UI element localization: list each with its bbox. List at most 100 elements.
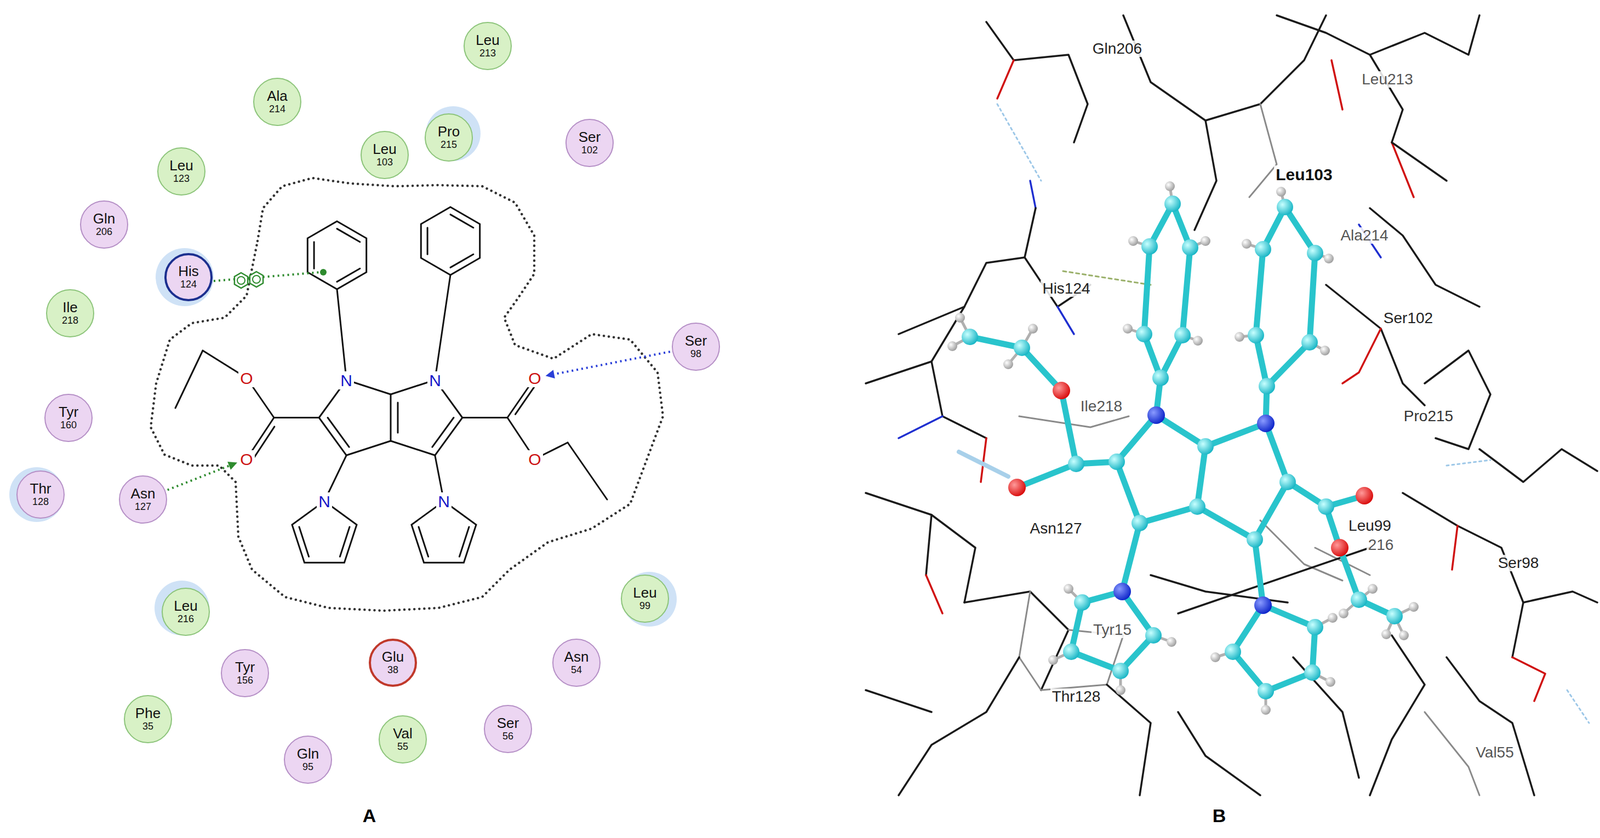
ligand-hydrogens xyxy=(952,186,1414,711)
residue-label: Thr128 xyxy=(1050,688,1103,706)
residue-label: Ile218 xyxy=(1078,398,1124,416)
residue-circle: Glu38 xyxy=(368,638,417,688)
atom-label: N xyxy=(316,492,333,511)
residue-label: Leu103 xyxy=(1273,165,1334,184)
residue-circle: Ile218 xyxy=(46,289,95,338)
residue-circle: Ala214 xyxy=(253,77,302,127)
residue-circle: Tyr156 xyxy=(220,649,270,698)
atom-label: O xyxy=(238,369,255,388)
residue-number: 38 xyxy=(387,665,399,677)
ligand-hydrogen-atoms xyxy=(947,181,1419,716)
atom-label: N xyxy=(436,492,452,511)
residue-number: 214 xyxy=(269,104,286,116)
residue-circle: Ser98 xyxy=(671,322,720,371)
residue-label: Ser98 xyxy=(1496,555,1541,573)
residue-number: 103 xyxy=(376,157,393,169)
residue-number: 54 xyxy=(570,665,582,677)
ligand-sticks xyxy=(969,203,1395,692)
residue-number: 218 xyxy=(61,315,79,327)
residue-number: 216 xyxy=(177,614,194,626)
residue-label: Pro215 xyxy=(1402,408,1455,426)
ligand-structure xyxy=(175,207,608,563)
residue-name: Gln xyxy=(93,211,116,227)
residue-label: Tyr15 xyxy=(1091,621,1134,639)
residue-label: His124 xyxy=(1040,280,1092,298)
residue-name: Thr xyxy=(30,481,52,497)
residue-label: Gln206 xyxy=(1090,40,1144,58)
residue-circle: Asn127 xyxy=(118,475,168,524)
residue-name: Gln xyxy=(296,746,319,762)
residue-circle: Leu123 xyxy=(157,147,206,196)
residue-name: Ser xyxy=(578,129,601,145)
residue-name: Phe xyxy=(135,706,161,722)
residue-number: 160 xyxy=(60,420,77,432)
atom-label: O xyxy=(238,450,255,469)
residue-name: His xyxy=(178,264,199,279)
residue-circle: Gln206 xyxy=(80,200,129,249)
residue-circle: Tyr160 xyxy=(44,393,93,443)
residue-circle: Ser56 xyxy=(483,705,533,754)
residue-label: Leu213 xyxy=(1360,71,1415,89)
residue-name: Leu xyxy=(632,585,657,601)
residue-circle: Phe35 xyxy=(123,695,173,744)
pocket-contour xyxy=(150,178,664,611)
residue-name: Leu xyxy=(169,158,193,174)
atom-label: O xyxy=(526,369,543,388)
residue-circle: Leu213 xyxy=(463,21,512,71)
residue-number: 95 xyxy=(302,762,314,774)
residue-circle: Pro215 xyxy=(424,113,473,162)
residue-label: Leu99 xyxy=(1346,517,1393,535)
residue-name: Pro xyxy=(437,124,460,140)
residue-name: Asn xyxy=(130,486,156,502)
residue-number: 102 xyxy=(581,145,598,157)
protein-sticks xyxy=(865,15,1598,796)
residue-label: Asn127 xyxy=(1028,520,1084,538)
residue-number: 55 xyxy=(397,741,409,753)
residue-name: Tyr xyxy=(235,660,255,676)
solvent-halo xyxy=(9,106,677,636)
residue-label: Val55 xyxy=(1473,744,1516,762)
residue-number: 35 xyxy=(142,721,154,733)
residue-name: Ile xyxy=(62,300,78,316)
residue-circle: Leu103 xyxy=(360,130,409,180)
residue-number: 156 xyxy=(236,675,254,687)
residue-number: 128 xyxy=(32,496,49,508)
residue-name: Ser xyxy=(496,716,519,731)
residue-number: 56 xyxy=(502,731,514,743)
residue-number: 206 xyxy=(95,226,113,238)
atom-label: N xyxy=(338,371,354,390)
residue-name: Leu xyxy=(372,141,397,157)
hbond-arrow xyxy=(167,351,671,490)
residue-circle: Leu216 xyxy=(161,587,210,637)
arene-interaction xyxy=(213,269,327,289)
atom-label: O xyxy=(526,450,543,469)
residue-label: Ser102 xyxy=(1381,310,1435,328)
residue-number: 123 xyxy=(173,173,190,185)
residue-number: 213 xyxy=(479,48,496,60)
residue-label: 216 xyxy=(1366,536,1396,554)
panel-letter: B xyxy=(1210,806,1228,827)
residue-name: Tyr xyxy=(58,404,79,420)
residue-number: 98 xyxy=(690,349,702,360)
panel-letter: A xyxy=(361,806,379,827)
residue-number: 99 xyxy=(639,601,651,613)
residue-circle: Asn54 xyxy=(552,638,601,688)
residue-name: Asn xyxy=(564,649,590,665)
residue-name: Ser xyxy=(684,333,707,349)
atom-label: N xyxy=(427,371,443,390)
residue-name: Leu xyxy=(173,598,198,614)
residue-circle: Gln95 xyxy=(283,735,333,785)
residue-circle: Thr128 xyxy=(16,470,65,519)
ligand-atoms xyxy=(961,195,1403,700)
residue-circle: Leu99 xyxy=(620,574,670,624)
residue-name: Ala xyxy=(266,88,288,104)
residue-circle: His124 xyxy=(164,253,213,302)
residue-name: Leu xyxy=(475,32,500,48)
residue-name: Glu xyxy=(381,649,404,665)
residue-circle: Val55 xyxy=(378,715,427,764)
residue-name: Val xyxy=(392,726,413,742)
residue-circle: Ser102 xyxy=(565,118,614,168)
residue-number: 215 xyxy=(440,139,457,151)
residue-label: Ala214 xyxy=(1338,227,1390,245)
